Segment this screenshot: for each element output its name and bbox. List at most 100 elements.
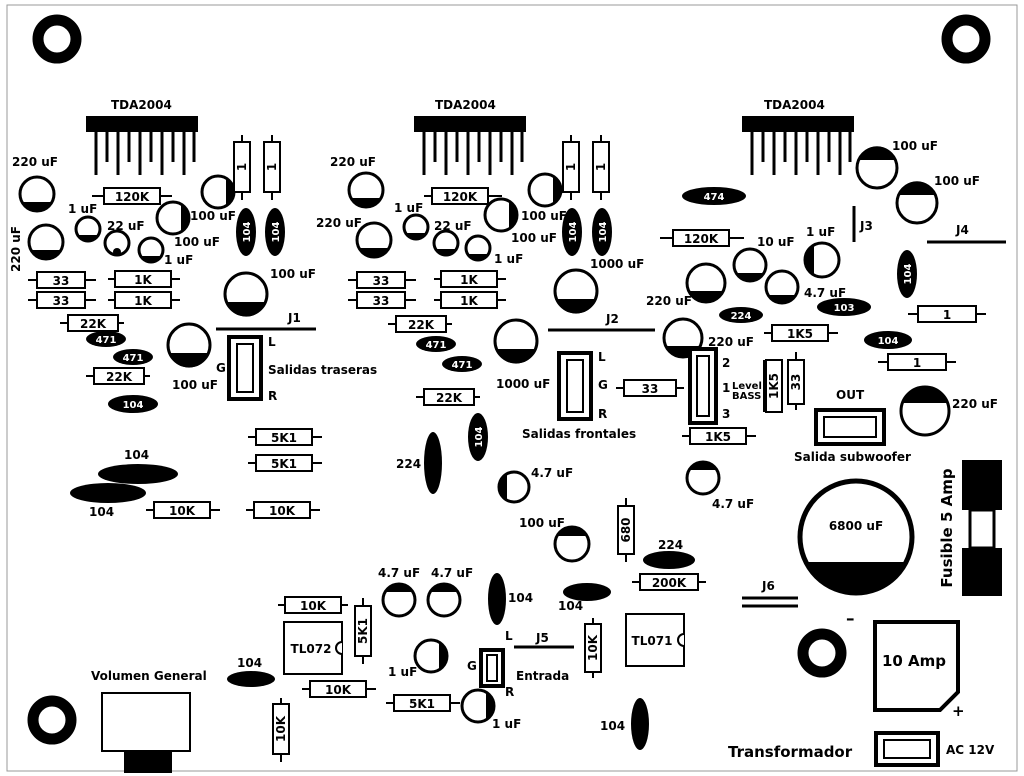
- cap-label: 1000 uF: [590, 257, 644, 271]
- ceramic-label: 471: [96, 335, 117, 346]
- bridge-rectifier: [873, 620, 960, 712]
- connector-label: J6: [761, 579, 775, 593]
- resistor-1k5: [682, 427, 756, 445]
- ceramic-label: 104: [242, 222, 253, 243]
- chip-label: TDA2004: [111, 98, 172, 112]
- connector-sub-out: [814, 408, 886, 446]
- resistor-label: 10K: [274, 715, 288, 742]
- resistor-22k: [60, 314, 124, 332]
- ceramic-label: 471: [123, 353, 144, 364]
- resistor-label: 33: [53, 294, 70, 308]
- ceramic-cap-224: [643, 551, 695, 569]
- ceramic-label: 104: [271, 222, 282, 243]
- capacitor-22uf: [103, 229, 131, 257]
- pin-label: G: [216, 361, 226, 375]
- resistor-1k5: [764, 324, 838, 342]
- pin-label: L: [268, 335, 276, 349]
- ceramic-cap-104: [70, 483, 146, 503]
- capacitor-1000uf: [553, 268, 599, 314]
- ceramic-cap-104: [631, 698, 649, 750]
- ic-tl072: [283, 621, 343, 675]
- pin-label: G: [467, 659, 477, 673]
- ceramic-cap-104: [236, 208, 256, 256]
- resistor-label: 1K: [134, 294, 152, 308]
- ceramic-label: 471: [426, 340, 447, 351]
- ceramic-cap-471: [416, 336, 456, 352]
- cap-label: 220 uF: [12, 155, 58, 169]
- resistor-33: [348, 291, 416, 309]
- ceramic-cap-471: [113, 349, 153, 365]
- cap-label: 100 uF: [892, 139, 938, 153]
- resistor-10k: [146, 501, 220, 519]
- connector-label: J3: [859, 219, 873, 233]
- connector-label: J2: [605, 312, 619, 326]
- capacitor-100uf: [483, 197, 519, 233]
- amplifier-right: TDA2004 100 uF 100 uF 474 120K 10 uF 1 u…: [646, 98, 1006, 511]
- cap-label: 4.7 uF: [531, 466, 573, 480]
- ic-tl071: [625, 613, 685, 667]
- ceramic-cap-104: [864, 331, 912, 349]
- section-label: Salida subwoofer: [794, 450, 911, 464]
- ceramic-label: 104: [237, 656, 262, 670]
- cap-label: 100 uF: [519, 516, 565, 530]
- pin-label: R: [505, 685, 514, 699]
- tda2004-heatsink: [414, 116, 526, 132]
- resistor-5k1: [354, 598, 372, 664]
- resistor-label: 680: [619, 517, 633, 542]
- mounting-hole: [32, 14, 82, 64]
- resistor-22k: [416, 388, 480, 406]
- amplifier-left: TDA2004 220 uF 220 uF 1 uF 22 uF 1 uF 10…: [9, 98, 377, 519]
- resistor-1k: [434, 291, 506, 309]
- ceramic-label: 104: [508, 591, 533, 605]
- cap-label: 220 uF: [708, 335, 754, 349]
- resistor-label: 1: [913, 356, 921, 370]
- pin-label: R: [598, 407, 607, 421]
- ceramic-cap-104: [897, 250, 917, 298]
- resistor-label: 10K: [300, 599, 327, 613]
- ceramic-label: 104: [598, 222, 609, 243]
- ceramic-cap-104: [265, 208, 285, 256]
- ceramic-label: 224: [731, 311, 752, 322]
- cap-label: 100 uF: [934, 174, 980, 188]
- capacitor-1uf: [402, 213, 430, 241]
- resistor-label: 120K: [115, 190, 150, 204]
- resistor-10k: [272, 698, 290, 762]
- resistor-10k: [302, 680, 376, 698]
- ceramic-cap-104: [592, 208, 612, 256]
- pin-label: L: [505, 629, 513, 643]
- cap-label: 1 uF: [494, 252, 523, 266]
- capacitor-1uf: [803, 241, 841, 279]
- resistor-label: 1K: [460, 294, 478, 308]
- resistor-10k: [246, 501, 320, 519]
- ceramic-cap-104: [468, 413, 488, 461]
- resistor-label: 1: [564, 163, 578, 171]
- capacitor-1uf: [413, 638, 449, 674]
- resistor-1: [233, 135, 251, 200]
- resistor-label: 10K: [325, 683, 352, 697]
- ceramic-label: 104: [123, 400, 144, 411]
- resistor-120k: [424, 187, 502, 205]
- ceramic-cap-471: [86, 331, 126, 347]
- resistor-120k: [660, 229, 744, 247]
- cap-label: 100 uF: [172, 378, 218, 392]
- resistor-1: [592, 135, 610, 200]
- resistor-label: 1K5: [767, 373, 781, 399]
- ic-label: TL071: [632, 634, 673, 648]
- fuse-holder: [962, 460, 1002, 596]
- ceramic-cap-104: [563, 583, 611, 601]
- connector-label: J5: [535, 631, 549, 645]
- resistor-label: 200K: [652, 576, 687, 590]
- connector-j1: [227, 335, 263, 401]
- connector-transformer: [874, 731, 940, 767]
- capacitor-100uf: [166, 322, 212, 368]
- resistor-680: [617, 498, 635, 562]
- chip-label: TDA2004: [435, 98, 496, 112]
- pin-label: G: [598, 378, 608, 392]
- resistor-label: 1K: [460, 273, 478, 287]
- resistor-1k: [434, 270, 506, 288]
- capacitor-10uf: [732, 247, 768, 283]
- ceramic-label: 103: [834, 303, 855, 314]
- cap-label: 220 uF: [316, 216, 362, 230]
- resistor-22k: [86, 367, 150, 385]
- cap-label: 100 uF: [270, 267, 316, 281]
